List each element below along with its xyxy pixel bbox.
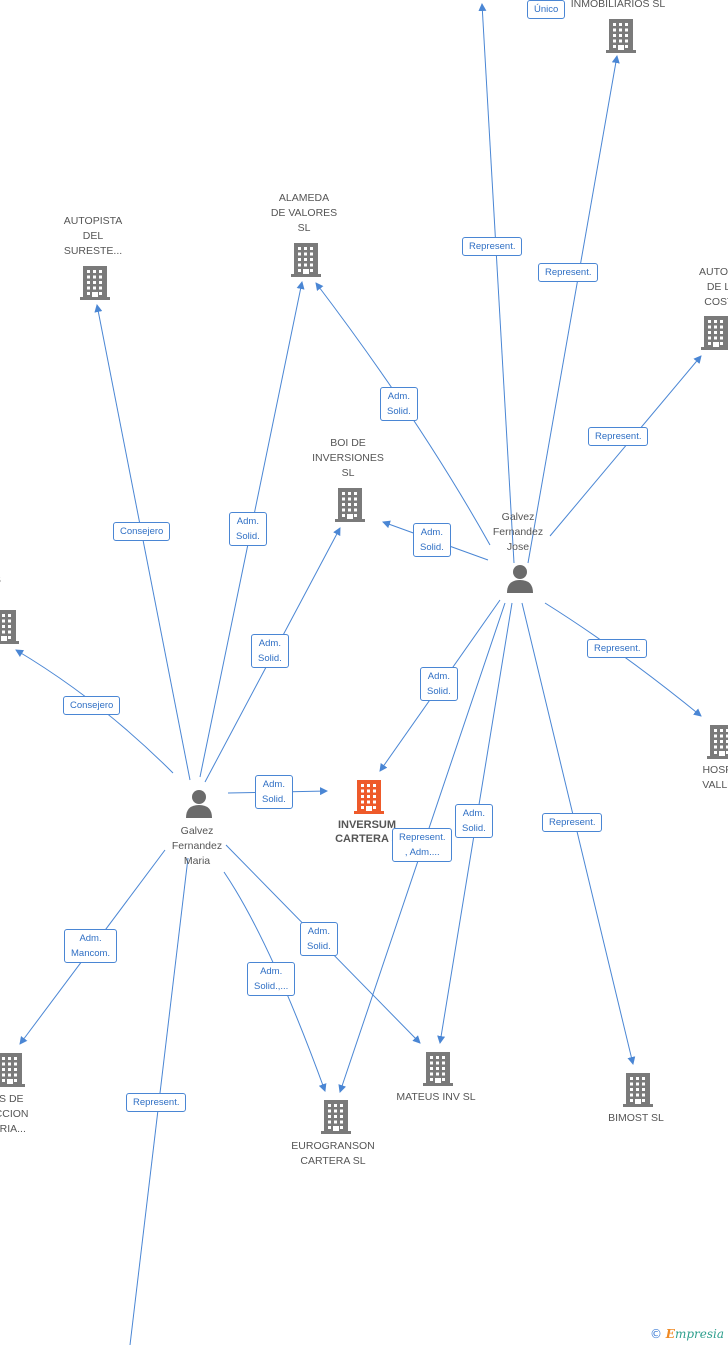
building-icon[interactable] [0, 610, 19, 644]
edge-label[interactable]: Adm. Solid. [455, 804, 493, 838]
node-label-hospital[interactable]: HOSPIT VALLEC [702, 764, 728, 791]
edge-label[interactable]: Adm. Solid. [251, 634, 289, 668]
node-label-inversum[interactable]: INVERSUM CARTERA S [335, 819, 399, 845]
node-label-autopista_sureste[interactable]: AUTOPISTA DEL SURESTE... [63, 215, 123, 257]
edge-label[interactable]: Adm. Solid. [413, 523, 451, 557]
node-label-maria[interactable]: Galvez Fernandez Maria [171, 825, 223, 867]
edge-label[interactable]: Adm. Solid. [255, 775, 293, 809]
edge-label[interactable]: Represent. [542, 813, 603, 832]
edge-label[interactable]: Represent. [588, 427, 649, 446]
node-label-jose[interactable]: Galvez Fernandez Jose [492, 511, 544, 553]
brand-initial: E [665, 1327, 675, 1341]
node-label-construccion[interactable]: CAS DE RUCCION NIERIA... [0, 1093, 29, 1135]
node-label-inmobiliarios[interactable]: INMOBILIARIOS SL [570, 0, 666, 10]
edge-label[interactable]: Adm. Solid. [300, 922, 338, 956]
person-icon[interactable] [507, 565, 533, 593]
building-icon[interactable] [80, 266, 110, 300]
building-icon[interactable] [423, 1052, 453, 1086]
node-label-boi[interactable]: BOI DE INVERSIONES SL [312, 437, 384, 479]
edge-label[interactable]: Adm. Mancom. [64, 929, 118, 963]
edge-label[interactable]: Represent. [538, 263, 599, 282]
building-icon[interactable] [321, 1100, 351, 1134]
building-icon[interactable] [707, 725, 728, 759]
building-icon-main[interactable] [354, 780, 384, 814]
edge-maria-eurogranson [223, 871, 327, 1092]
edge-jose-autopista_costa [549, 355, 702, 537]
edge-label[interactable]: Adm. Solid. [420, 667, 458, 701]
edge-label[interactable]: Adm. Solid. [229, 512, 267, 546]
edge-jose-hospital [544, 602, 702, 717]
copyright-icon: © [649, 1327, 662, 1341]
building-icon[interactable] [335, 488, 365, 522]
building-icon[interactable] [0, 1053, 25, 1087]
person-icon[interactable] [186, 790, 212, 818]
node-label-bimost[interactable]: BIMOST SL [608, 1112, 664, 1124]
building-icon[interactable] [291, 243, 321, 277]
node-label-eurogranson[interactable]: EUROGRANSON CARTERA SL [291, 1140, 375, 1167]
node-label-servicios[interactable]: UR CIOS A... [0, 558, 43, 603]
footer-brand: © Empresia [650, 1327, 724, 1341]
edge-label[interactable]: Adm. Solid.,... [247, 962, 296, 996]
edge-jose-top_offscreen [478, 3, 515, 564]
building-icon[interactable] [701, 316, 728, 350]
edge-label[interactable]: Represent. [126, 1093, 187, 1112]
node-label-autopista_costa[interactable]: AUTOPIS DE LA COSTA [699, 266, 728, 308]
edge-maria-autopista_sureste [94, 304, 191, 781]
edge-label[interactable]: Represent. [587, 639, 648, 658]
edge-label[interactable]: Consejero [63, 696, 121, 715]
edge-label[interactable]: Único [527, 0, 566, 19]
node-label-mateus[interactable]: MATEUS INV SL [396, 1091, 476, 1103]
edge-label[interactable]: Represent. [462, 237, 523, 256]
building-icon[interactable] [606, 19, 636, 53]
brand-name: mpresia [674, 1327, 724, 1341]
building-icon[interactable] [623, 1073, 653, 1107]
edge-label[interactable]: Represent. , Adm.... [392, 828, 453, 862]
node-label-alameda[interactable]: ALAMEDA DE VALORES SL [270, 192, 338, 234]
edge-jose-inmobiliarios [527, 55, 620, 564]
edge-label[interactable]: Consejero [113, 522, 171, 541]
edge-jose-bimost [521, 602, 636, 1065]
edge-label[interactable]: Adm. Solid. [380, 387, 418, 421]
